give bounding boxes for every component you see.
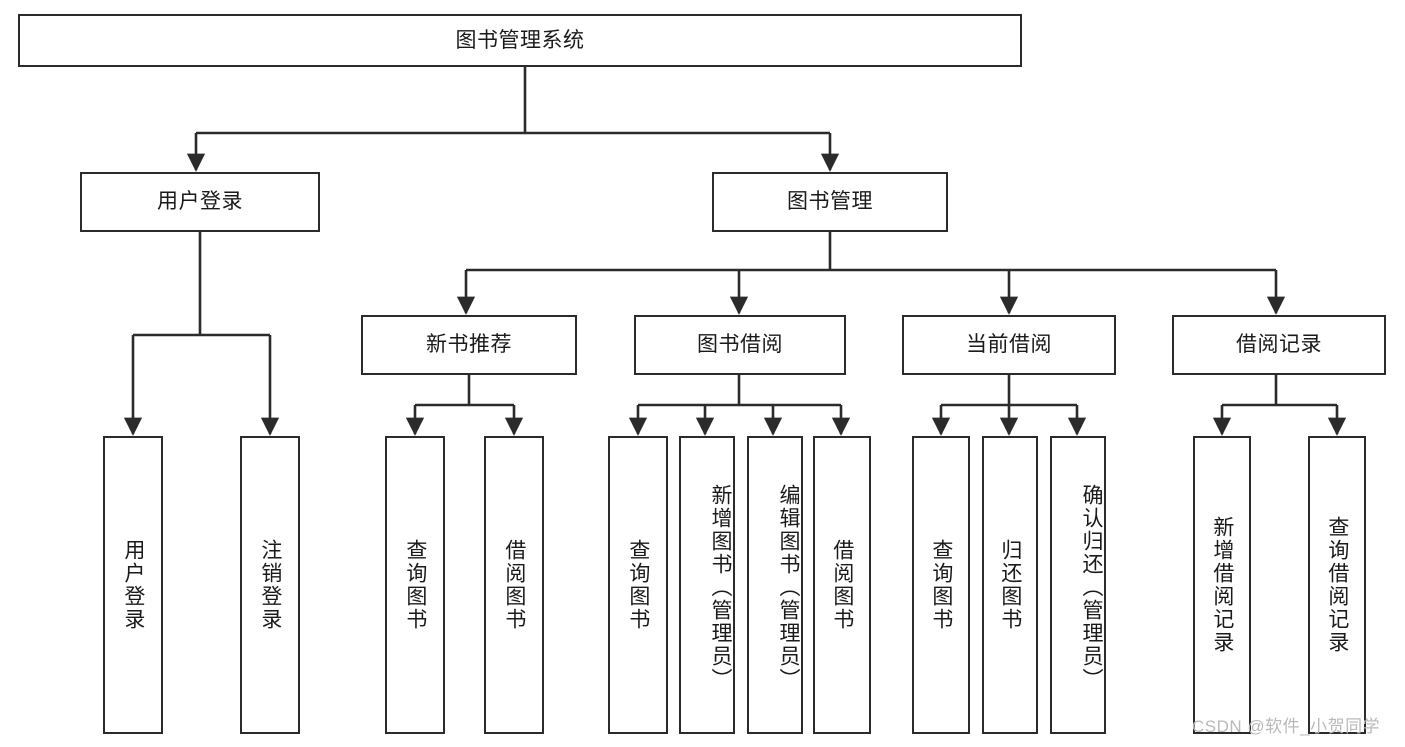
- node-label: 图书管理系统: [455, 28, 585, 52]
- node-label: 借阅记录: [1236, 333, 1322, 357]
- leaf-edit-book-admin[interactable]: 编辑图书（管理员）: [747, 436, 803, 734]
- node-root-book-management-system[interactable]: 图书管理系统: [18, 14, 1022, 67]
- node-borrow-records[interactable]: 借阅记录: [1172, 315, 1386, 375]
- leaf-logout-login[interactable]: 注销登录: [240, 436, 300, 734]
- node-new-book-recommend[interactable]: 新书推荐: [361, 315, 577, 375]
- watermark-text: CSDN @软件_小贺同学: [1192, 717, 1381, 736]
- leaf-return-books[interactable]: 归还图书: [982, 436, 1038, 734]
- leaf-query-books-recommend[interactable]: 查询图书: [385, 436, 445, 734]
- node-label: 注销登录: [258, 539, 282, 631]
- node-label: 查询借阅记录: [1325, 516, 1349, 654]
- node-label: 图书管理: [787, 190, 873, 214]
- leaf-query-borrow-record[interactable]: 查询借阅记录: [1308, 436, 1366, 734]
- node-label: 确认归还（管理员）: [1080, 483, 1103, 691]
- node-label: 查询图书: [626, 539, 650, 631]
- node-label: 用户登录: [157, 190, 243, 214]
- node-label: 新增借阅记录: [1210, 516, 1234, 654]
- node-label: 新增图书（管理员）: [709, 483, 732, 691]
- leaf-add-book-admin[interactable]: 新增图书（管理员）: [679, 436, 735, 734]
- node-book-management[interactable]: 图书管理: [712, 172, 948, 232]
- leaf-query-books-current[interactable]: 查询图书: [912, 436, 970, 734]
- leaf-borrow-books-recommend[interactable]: 借阅图书: [484, 436, 544, 734]
- node-label: 查询图书: [929, 539, 953, 631]
- leaf-user-login[interactable]: 用户登录: [103, 436, 163, 734]
- node-label: 图书借阅: [697, 333, 783, 357]
- node-label: 借阅图书: [502, 539, 526, 631]
- node-label: 用户登录: [121, 539, 145, 631]
- leaf-borrow-books[interactable]: 借阅图书: [813, 436, 871, 734]
- node-book-borrow[interactable]: 图书借阅: [634, 315, 846, 375]
- node-label: 归还图书: [998, 539, 1022, 631]
- node-current-borrow[interactable]: 当前借阅: [902, 315, 1116, 375]
- node-label: 借阅图书: [830, 539, 854, 631]
- leaf-add-borrow-record[interactable]: 新增借阅记录: [1193, 436, 1251, 734]
- node-label: 新书推荐: [426, 333, 512, 357]
- node-user-login[interactable]: 用户登录: [80, 172, 320, 232]
- leaf-confirm-return-admin[interactable]: 确认归还（管理员）: [1050, 436, 1106, 734]
- node-label: 查询图书: [403, 539, 427, 631]
- node-label: 编辑图书（管理员）: [777, 483, 800, 691]
- node-label: 当前借阅: [966, 333, 1052, 357]
- leaf-query-books-borrow[interactable]: 查询图书: [608, 436, 668, 734]
